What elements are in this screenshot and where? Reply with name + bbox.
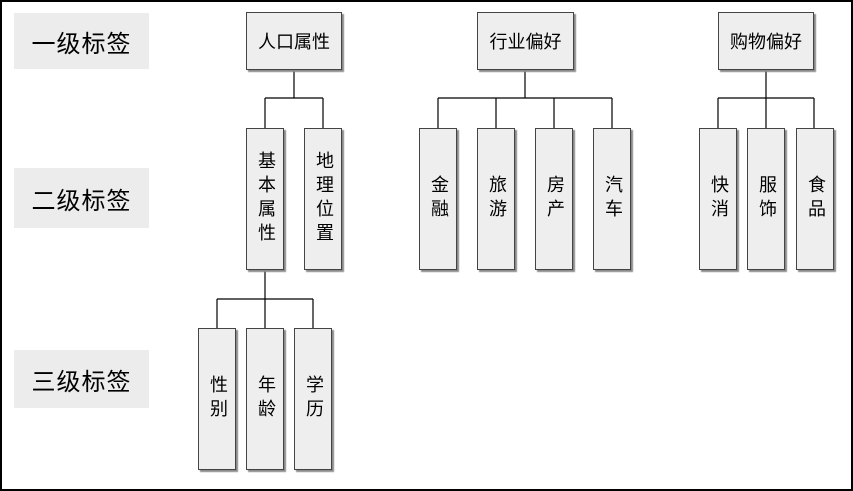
node-travel: 旅游 <box>477 128 515 270</box>
node-population: 人口属性 <box>246 12 342 70</box>
connector-basic-attributes <box>216 270 314 328</box>
node-food-label: 食品 <box>805 175 826 223</box>
level-3-label: 三级标签 <box>14 350 149 408</box>
node-apparel-label: 服饰 <box>756 175 777 223</box>
node-basic-attributes: 基本属性 <box>246 128 284 270</box>
node-apparel: 服饰 <box>747 128 785 270</box>
level-1-label: 一级标签 <box>14 13 149 69</box>
node-automobile-label: 汽车 <box>602 175 623 223</box>
node-location: 地理位置 <box>304 128 342 270</box>
node-fmcg: 快消 <box>699 128 737 270</box>
node-basic-attributes-label: 基本属性 <box>255 151 276 247</box>
node-fmcg-label: 快消 <box>708 175 729 223</box>
node-real-estate: 房产 <box>535 128 573 270</box>
connector-shopping <box>717 70 815 128</box>
node-gender-label: 性别 <box>207 375 228 423</box>
node-finance: 金融 <box>419 128 457 270</box>
connector-industry <box>437 70 613 128</box>
node-shopping: 购物偏好 <box>718 12 814 70</box>
node-real-estate-label: 房产 <box>544 175 565 223</box>
node-industry: 行业偏好 <box>477 12 574 70</box>
node-food: 食品 <box>796 128 834 270</box>
node-shopping-label: 购物偏好 <box>730 32 802 53</box>
connector-population <box>264 70 324 128</box>
node-industry-label: 行业偏好 <box>489 32 562 53</box>
node-age: 年龄 <box>246 328 284 470</box>
node-gender: 性别 <box>198 328 236 470</box>
node-location-label: 地理位置 <box>313 151 334 247</box>
node-education-label: 学历 <box>303 375 324 423</box>
node-travel-label: 旅游 <box>486 175 507 223</box>
node-automobile: 汽车 <box>593 128 631 270</box>
node-population-label: 人口属性 <box>258 32 330 53</box>
node-education: 学历 <box>294 328 332 470</box>
node-age-label: 年龄 <box>255 375 276 423</box>
node-finance-label: 金融 <box>428 175 449 223</box>
level-2-label: 二级标签 <box>14 168 149 228</box>
